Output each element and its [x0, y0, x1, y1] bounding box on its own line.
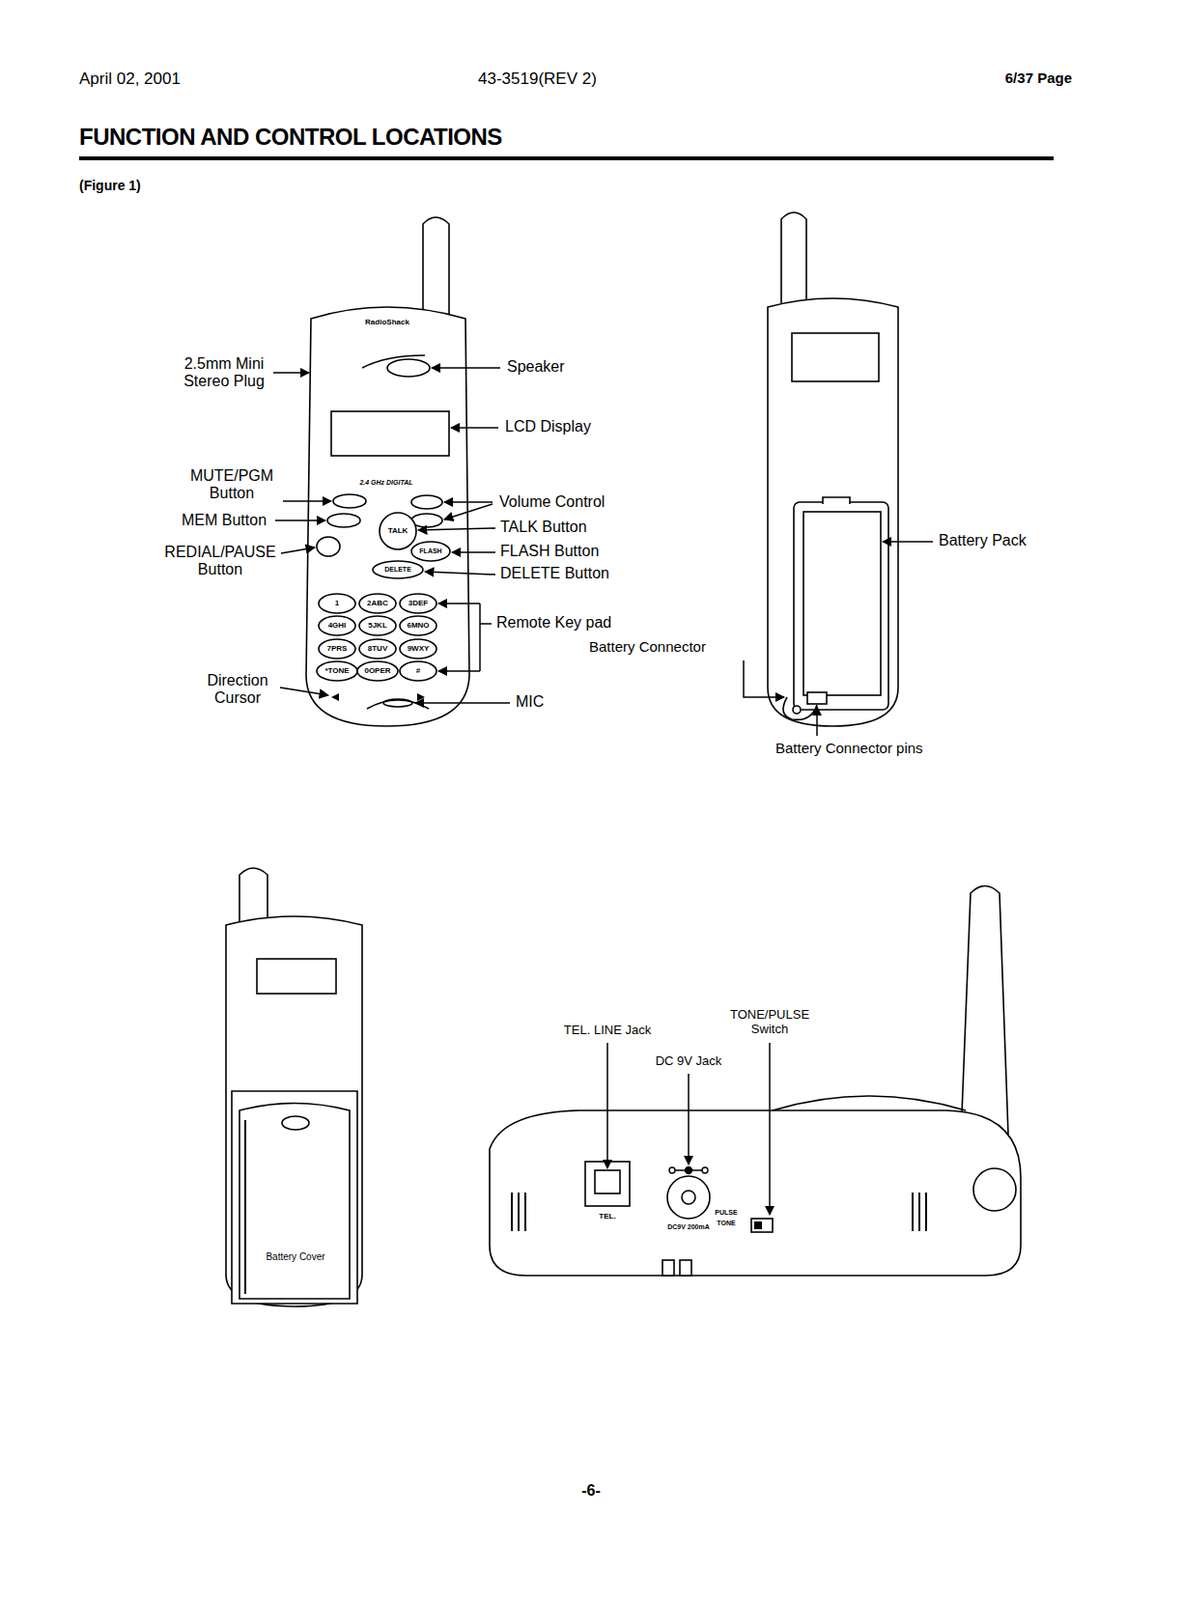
page-number: 6/37 Page — [936, 69, 1072, 86]
port-label: TEL. LINE Jack — [549, 1023, 666, 1039]
figure-number: (Figure 1) — [79, 177, 141, 194]
key-text: FLASH — [413, 547, 449, 556]
part-label: Battery Pack — [938, 532, 1027, 550]
key-text: 6MNO — [401, 620, 435, 630]
key-text: 4GHI — [320, 620, 354, 630]
part-label: LCD Display — [505, 418, 592, 436]
part-label: Battery Connector — [589, 638, 706, 655]
jack-marking: TEL. — [588, 1211, 627, 1221]
key-text: 8TUV — [361, 644, 395, 653]
key-text: # — [401, 666, 435, 676]
part-label: FLASH Button — [500, 542, 599, 561]
part-label: MEM Button — [181, 511, 267, 530]
page-title: FUNCTION AND CONTROL LOCATIONS — [79, 123, 503, 151]
part-label: TALK Button — [500, 518, 588, 536]
key-text: DELETE — [376, 565, 420, 574]
switch-marking: PULSE — [706, 1209, 746, 1217]
part-label: 2.5mm Mini Stereo Plug — [175, 355, 273, 392]
key-text: 3DEF — [401, 598, 435, 608]
part-label: Remote Key pad — [496, 614, 612, 632]
key-text: 7PRS — [320, 644, 354, 653]
brand-logo: RadioShack — [348, 317, 426, 327]
switch-marking: TONE — [706, 1219, 746, 1228]
port-label: TONE/PULSE Switch — [716, 1008, 823, 1038]
key-text: 1 — [320, 598, 354, 608]
part-label: Speaker — [507, 358, 565, 376]
part-label: MIC — [515, 693, 544, 711]
key-text: 9WXY — [401, 644, 435, 653]
part-label: Volume Control — [499, 493, 605, 511]
jack-marking: DC9V 200mA — [649, 1223, 728, 1232]
part-label: REDIAL/PAUSE Button — [147, 543, 293, 580]
key-text: *TONE — [318, 666, 356, 676]
part-label: Battery Connector pins — [775, 739, 924, 757]
header-date: April 02, 2001 — [79, 69, 181, 89]
key-text: 5JKL — [361, 620, 395, 630]
page-footer: -6- — [562, 1482, 620, 1500]
band-marking: 2.4 GHz DIGITAL — [333, 478, 440, 487]
part-label: MUTE/PGM Button — [178, 467, 285, 504]
cover-label: Battery Cover — [247, 1251, 344, 1264]
part-label: DELETE Button — [500, 564, 610, 583]
part-label: Direction Cursor — [194, 672, 282, 708]
port-label: DC 9V Jack — [630, 1054, 747, 1070]
key-text: TALK — [381, 526, 415, 536]
key-text: 0OPER — [359, 666, 396, 676]
document-number: 43-3519(REV 2) — [478, 69, 597, 89]
key-text: 2ABC — [361, 598, 395, 608]
